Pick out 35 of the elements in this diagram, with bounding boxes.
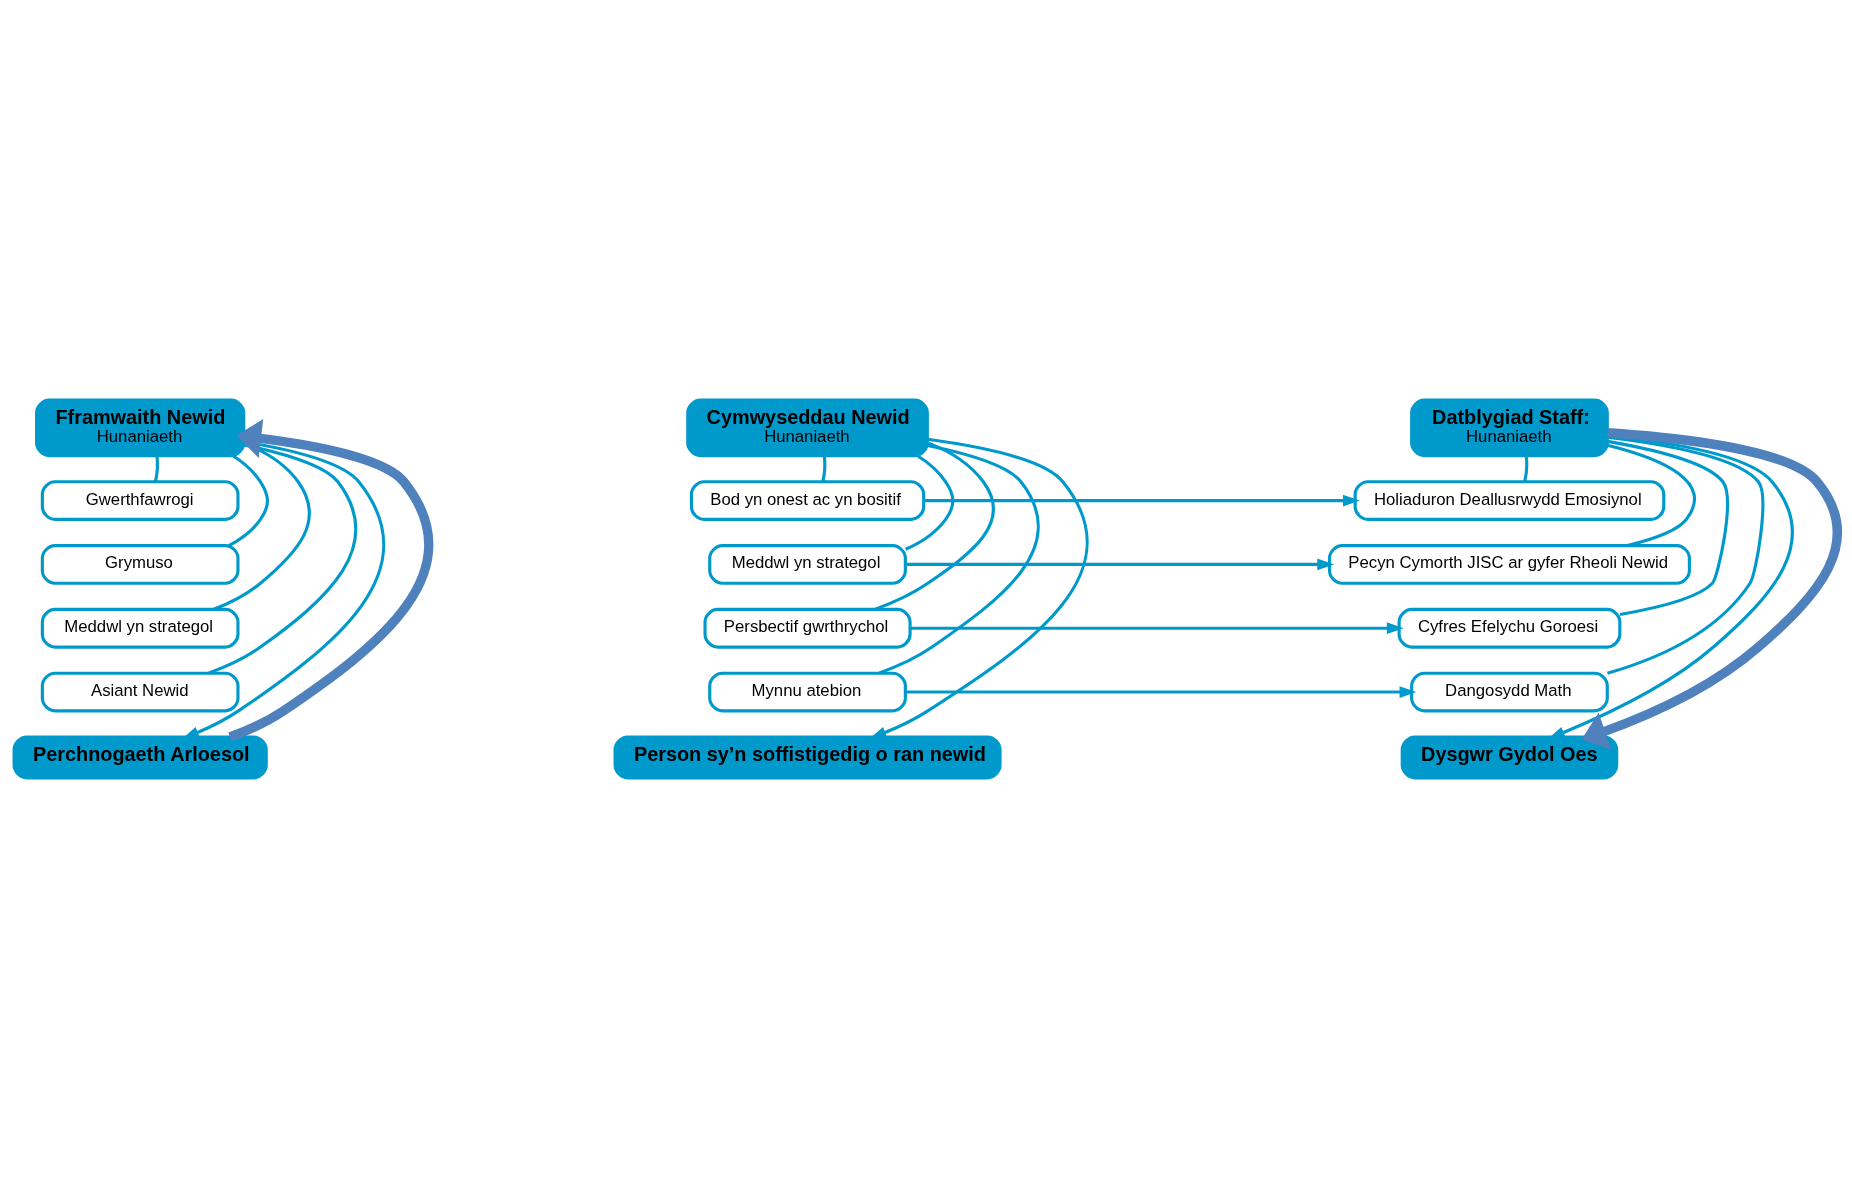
node-box: Dysgwr Gydol Oes <box>1400 734 1619 779</box>
connector <box>821 455 827 482</box>
arrow <box>905 558 1335 570</box>
node-box: Fframwaith Newid Hunaniaeth <box>35 398 246 457</box>
connector <box>1607 443 1696 547</box>
node-box: Grymuso <box>40 543 240 585</box>
connector <box>1606 435 1765 675</box>
arrow <box>923 494 1360 506</box>
node-box: Gwerthfawrogi <box>40 479 240 521</box>
node-box: Cymwyseddau Newid Hunaniaeth <box>686 398 929 457</box>
node-box: Perchnogaeth Arloesol <box>12 734 268 779</box>
connector <box>208 442 358 675</box>
connector <box>153 455 159 482</box>
connector <box>874 440 995 611</box>
node-box: Holiaduron Deallusrwydd Emosiynol <box>1353 479 1666 521</box>
connector <box>1523 455 1529 482</box>
connector <box>904 453 955 551</box>
arrow <box>1581 427 1842 750</box>
node-box: Dangosydd Math <box>1410 671 1609 712</box>
node-box: Pecyn Cymorth JISC ar gyfer Rheoli Newid <box>1327 543 1691 585</box>
node-box: Cyfres Efelychu Goroesi <box>1397 607 1622 649</box>
connector <box>228 453 270 547</box>
connector <box>1607 439 1729 616</box>
node-box: Asiant Newid <box>40 671 240 712</box>
node-box: Persbectif gwrthrychol <box>703 607 912 649</box>
arrow <box>910 621 1404 634</box>
node-box: Meddwl yn strategol <box>708 543 907 585</box>
node-box: Person sy’n soffistigedig o ran newid <box>613 734 1002 779</box>
arrow <box>228 418 434 741</box>
connector <box>878 443 1040 675</box>
node-box: Meddwl yn strategol <box>40 607 240 649</box>
node-box: Bod yn onest ac yn bositif <box>689 479 926 521</box>
arrow <box>905 685 1417 698</box>
node-box: Datblygiad Staff: Hunaniaeth <box>1410 398 1609 457</box>
node-box: Mynnu atebion <box>708 671 907 712</box>
